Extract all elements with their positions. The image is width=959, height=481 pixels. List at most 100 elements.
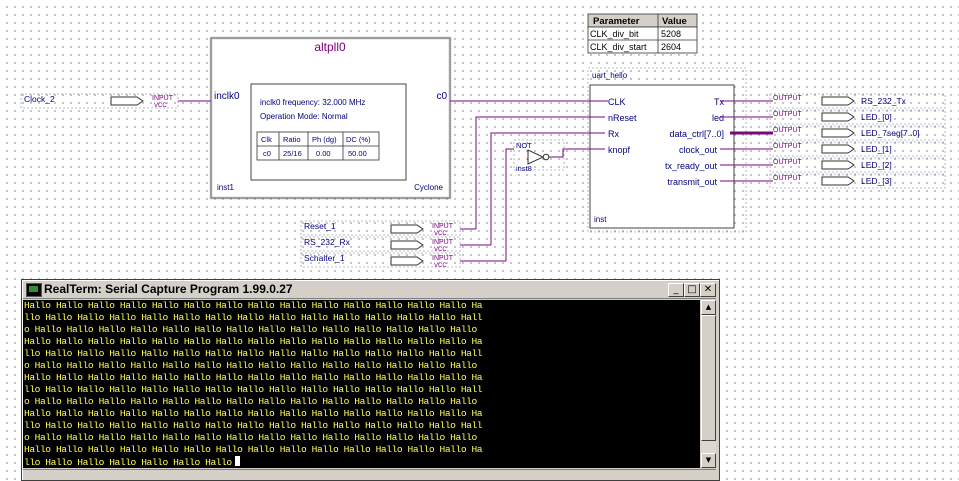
terminal-line: llo Hallo Hallo Hallo Hallo Hallo Hallo …	[24, 312, 483, 323]
pin-name: Clock_2	[24, 94, 55, 104]
uart-port-transmit-out: transmit_out	[667, 177, 717, 187]
close-button[interactable]: ✕	[700, 283, 716, 297]
pin-kind: OUTPUT	[773, 143, 803, 150]
pin-name: Reset_1	[304, 221, 336, 231]
pin-vcc: VCC	[434, 247, 447, 253]
uart-hello-block[interactable]: uart_hello CLK nReset Rx knopf Tx led da…	[587, 67, 747, 233]
scroll-up-arrow-icon[interactable]: ▲	[701, 300, 716, 315]
terminal-line: Hallo Hallo Hallo Hallo Hallo Hallo Hall…	[24, 300, 483, 311]
terminal-line: llo Hallo Hallo Hallo Hallo Hallo Hallo …	[24, 384, 483, 395]
terminal-line: o Hallo Hallo Hallo Hallo Hallo Hallo Ha…	[24, 324, 477, 335]
pll-table-header: Ratio	[283, 135, 301, 144]
terminal-line: llo Hallo Hallo Hallo Hallo Hallo Hallo …	[24, 420, 483, 431]
uart-port-clk: CLK	[608, 97, 626, 107]
terminal-line: o Hallo Hallo Hallo Hallo Hallo Hallo Ha…	[24, 360, 477, 371]
output-pin-led3[interactable]: OUTPUT LED_[3]	[769, 173, 946, 189]
uart-port-rx: Rx	[608, 129, 619, 139]
pll-table-cell: 25/16	[283, 149, 302, 158]
terminal-app-icon	[26, 283, 42, 297]
pin-name: LED_[2]	[861, 160, 892, 170]
uart-port-nreset: nReset	[608, 113, 637, 123]
parameter-table[interactable]: Parameter Value CLK_div_bit 5208 CLK_div…	[587, 13, 698, 54]
terminal-line: Hallo Hallo Hallo Hallo Hallo Hallo Hall…	[24, 372, 483, 383]
vertical-scrollbar[interactable]: ▲ ▼	[701, 300, 716, 468]
pin-kind: INPUT	[152, 95, 174, 102]
output-pin-led0[interactable]: OUTPUT LED_[0]	[769, 109, 946, 125]
not-gate[interactable]: NOT inst8	[513, 139, 565, 173]
pll-table-cell: 50.00	[348, 149, 367, 158]
pll-mode-label: Operation Mode: Normal	[260, 112, 348, 121]
uart-port-tx: Tx	[714, 97, 724, 107]
pin-kind: OUTPUT	[773, 127, 803, 134]
uart-port-led: led	[712, 113, 724, 123]
terminal-line: o Hallo Hallo Hallo Hallo Hallo Hallo Ha…	[24, 432, 477, 443]
altpll-block[interactable]: altpll0 inclk0 c0 inclk0 frequency: 32.0…	[209, 36, 452, 200]
param-value: 2604	[661, 42, 681, 52]
realterm-title: RealTerm: Serial Capture Program 1.99.0.…	[44, 282, 293, 296]
output-pin-rs232-tx[interactable]: OUTPUT RS_232_Tx	[769, 93, 946, 109]
pll-c0-port: c0	[436, 91, 447, 102]
not-gate-instance: inst8	[516, 164, 532, 173]
terminal-line: o Hallo Hallo Hallo Hallo Hallo Hallo Ha…	[24, 396, 477, 407]
pin-kind: INPUT	[432, 239, 454, 246]
pin-kind: OUTPUT	[773, 159, 803, 166]
input-pin-clock[interactable]: Clock_2 INPUT VCC	[20, 93, 179, 109]
uart-title: uart_hello	[592, 71, 628, 80]
pin-name: LED_[1]	[861, 144, 892, 154]
realterm-window[interactable]: RealTerm: Serial Capture Program 1.99.0.…	[21, 279, 720, 481]
input-pin-reset[interactable]: Reset_1 INPUT VCC	[300, 220, 461, 237]
pin-name: LED_[3]	[861, 176, 892, 186]
pin-name: RS_232_Tx	[861, 96, 907, 106]
pin-kind: OUTPUT	[773, 111, 803, 118]
uart-port-clock-out: clock_out	[679, 145, 718, 155]
pin-name: LED_[0]	[861, 112, 892, 122]
window-bottom-bar	[23, 469, 716, 479]
text-cursor	[234, 456, 240, 466]
pin-vcc: VCC	[154, 103, 167, 109]
uart-port-data-ctrl: data_ctrl[7..0]	[669, 129, 724, 139]
output-pin-led2[interactable]: OUTPUT LED_[2]	[769, 157, 946, 173]
param-value: 5208	[661, 29, 681, 39]
param-header: Value	[662, 16, 687, 27]
pin-name: RS_232_Rx	[304, 237, 351, 247]
pin-kind: OUTPUT	[773, 175, 803, 182]
wires	[178, 100, 773, 262]
minimize-button[interactable]: _	[668, 283, 684, 297]
pin-vcc: VCC	[434, 231, 447, 237]
output-pin-led-7seg[interactable]: OUTPUT LED_7seg[7..0]	[769, 125, 946, 141]
terminal-line: Hallo Hallo Hallo Hallo Hallo Hallo Hall…	[24, 444, 483, 455]
input-pin-schalter[interactable]: Schalter_1 INPUT VCC	[300, 252, 461, 269]
param-name: CLK_div_bit	[590, 29, 639, 39]
pll-title: altpll0	[314, 40, 346, 54]
scroll-thumb[interactable]	[701, 315, 716, 441]
terminal-line: Hallo Hallo Hallo Hallo Hallo Hallo Hall…	[24, 336, 483, 347]
pll-table-header: Ph (dg)	[312, 135, 337, 144]
param-header: Parameter	[593, 16, 640, 27]
terminal-line-last: llo Hallo Hallo Hallo Hallo Hallo Hallo	[23, 456, 700, 468]
input-pin-rs232-rx[interactable]: RS_232_Rx INPUT VCC	[300, 236, 461, 253]
uart-port-tx-ready-out: tx_ready_out	[665, 161, 718, 171]
scroll-down-arrow-icon[interactable]: ▼	[701, 453, 716, 468]
not-gate-label: NOT	[516, 141, 532, 150]
pll-table-header: Clk	[261, 135, 272, 144]
terminal-output[interactable]: Hallo Hallo Hallo Hallo Hallo Hallo Hall…	[23, 300, 700, 468]
pll-table-header: DC (%)	[346, 135, 371, 144]
pll-instance-label: inst1	[217, 183, 234, 192]
terminal-line-text: llo Hallo Hallo Hallo Hallo Hallo Hallo	[24, 457, 232, 468]
pin-vcc: VCC	[434, 263, 447, 269]
terminal-line: Hallo Hallo Hallo Hallo Hallo Hallo Hall…	[24, 408, 483, 419]
pll-table-cell: 0.00	[316, 149, 331, 158]
pin-kind: INPUT	[432, 223, 454, 230]
pll-table-cell: c0	[263, 149, 271, 158]
pll-inclk-port: inclk0	[214, 91, 240, 102]
pin-name: LED_7seg[7..0]	[861, 128, 920, 138]
uart-port-knopf: knopf	[608, 145, 631, 155]
realterm-titlebar[interactable]: RealTerm: Serial Capture Program 1.99.0.…	[23, 281, 716, 299]
pin-kind: OUTPUT	[773, 95, 803, 102]
output-pin-led1[interactable]: OUTPUT LED_[1]	[769, 141, 946, 157]
uart-instance-label: inst	[594, 215, 607, 224]
maximize-button[interactable]: □	[684, 283, 700, 297]
pll-frequency-label: inclk0 frequency: 32.000 MHz	[260, 98, 365, 107]
pll-clock-table: Clk Ratio Ph (dg) DC (%) c0 25/16 0.00 5…	[256, 131, 380, 161]
